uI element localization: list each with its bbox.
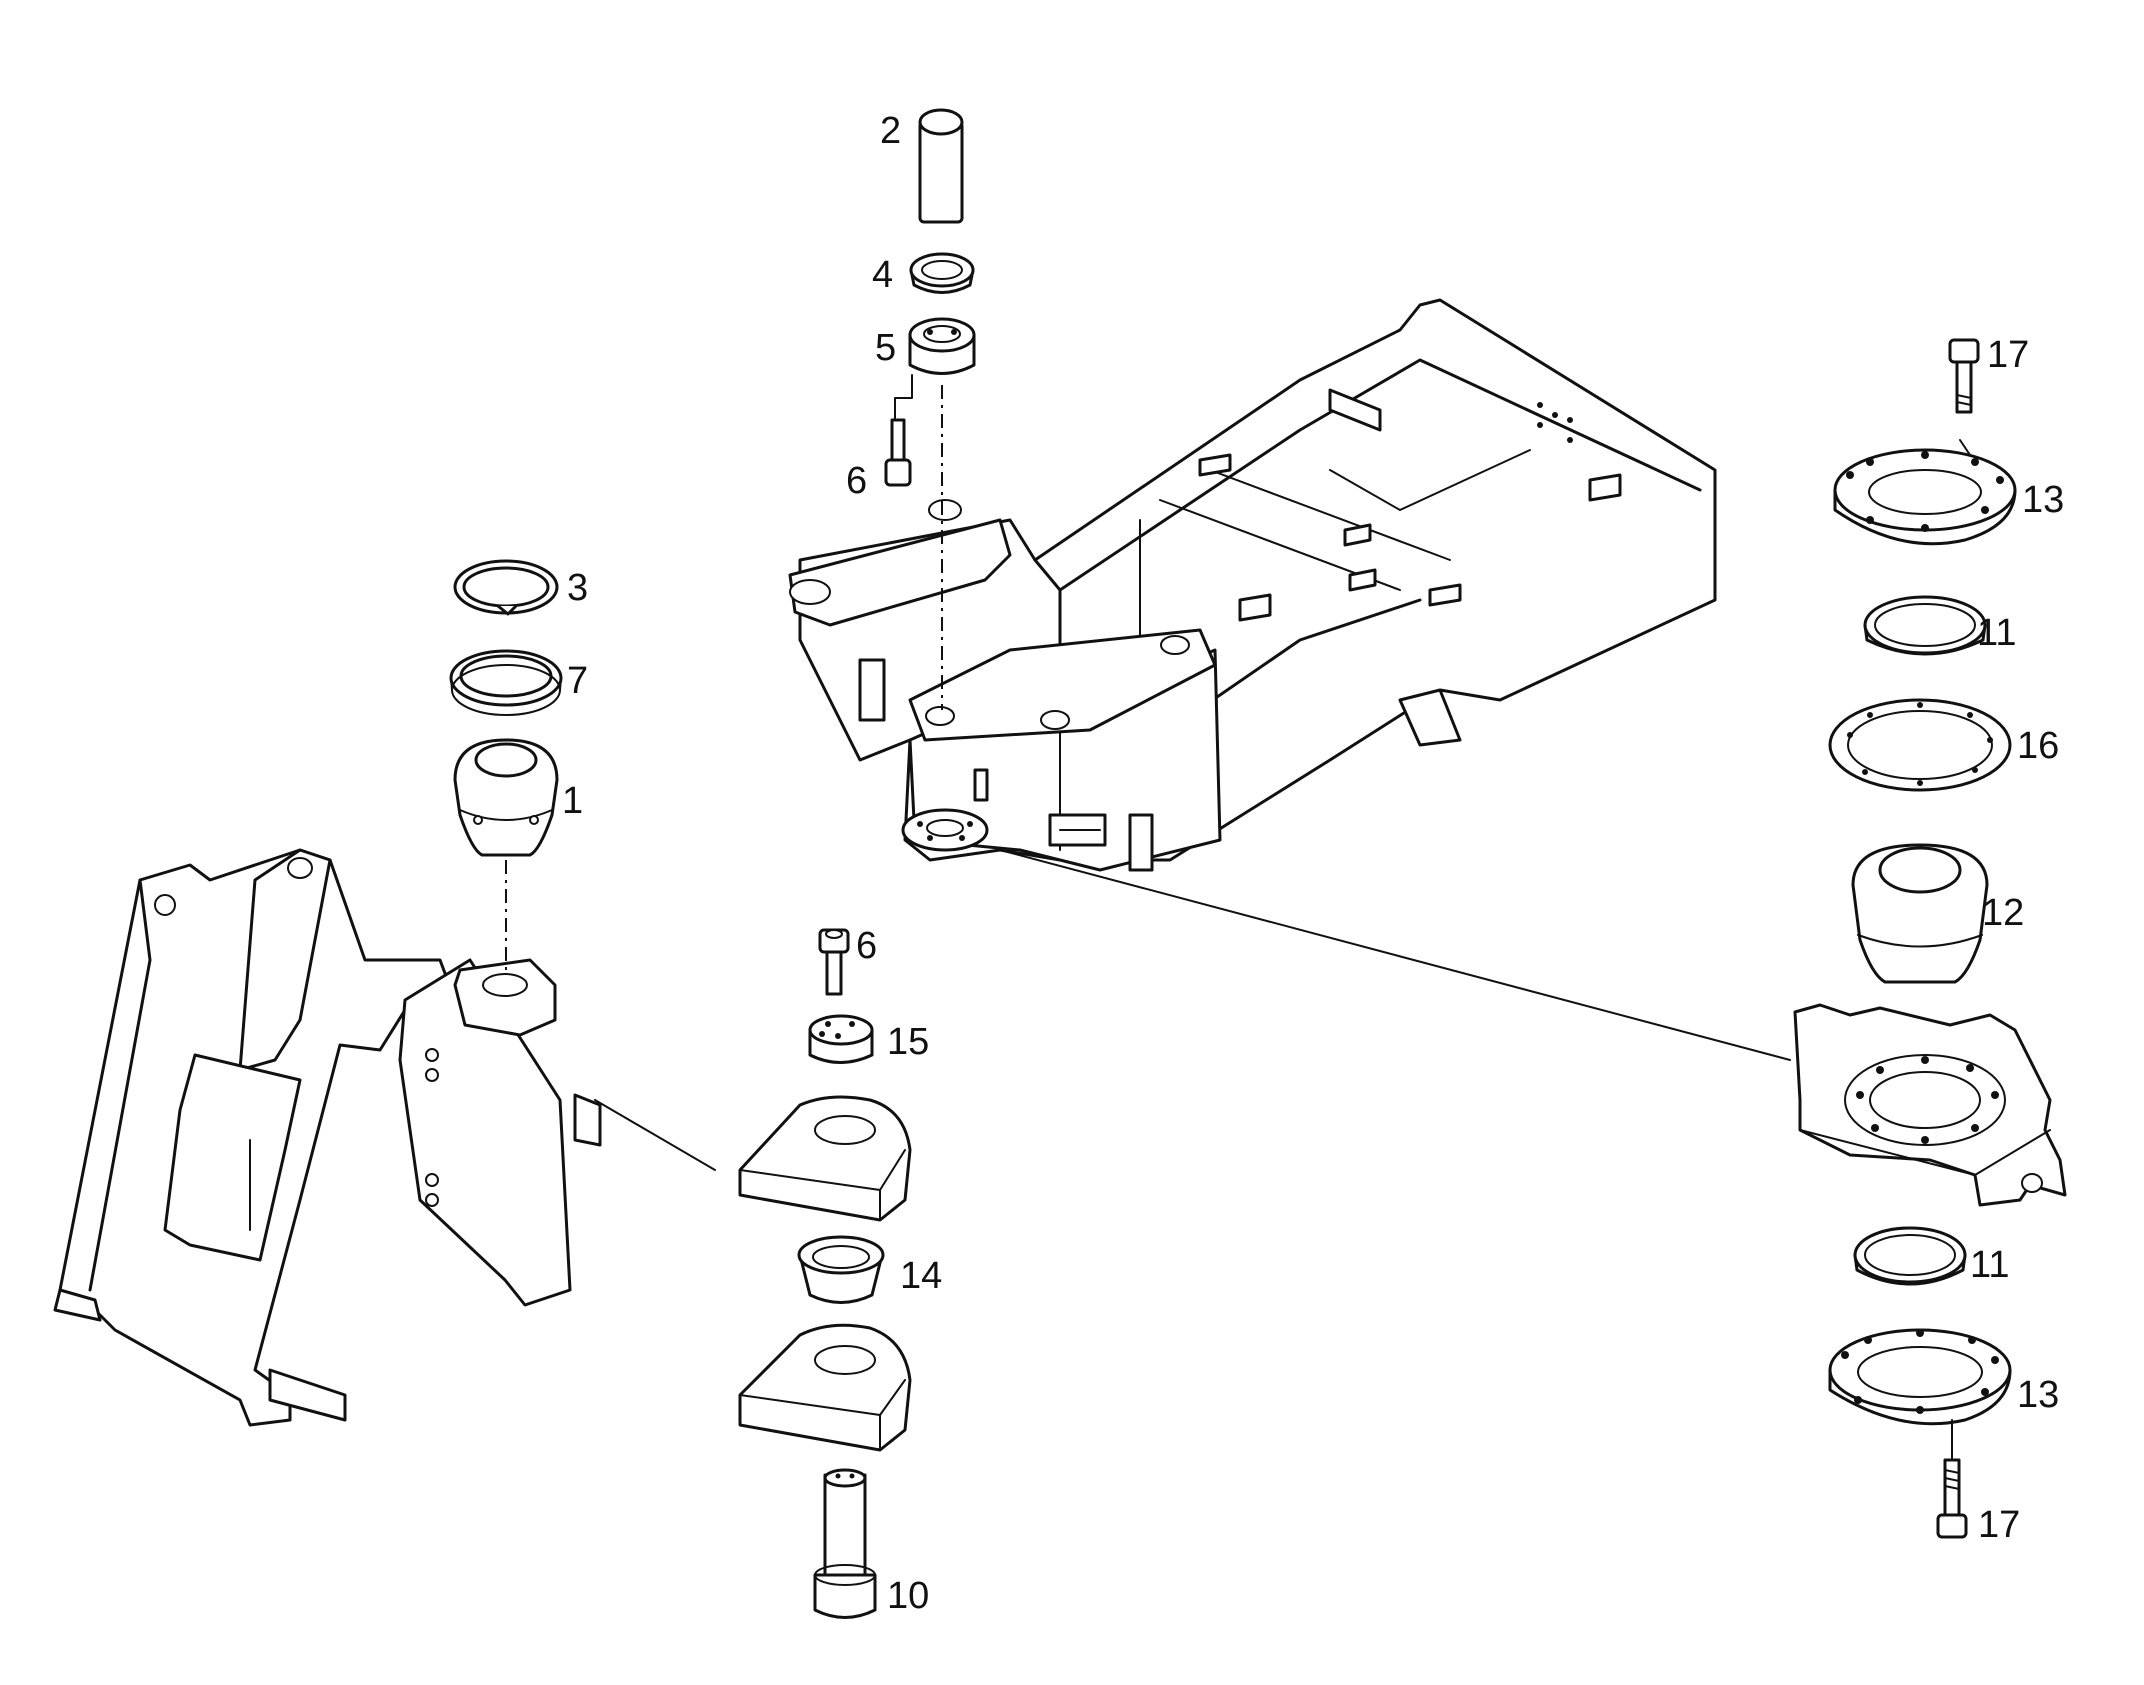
callout-17-lower: 17	[1978, 1504, 2020, 1546]
part-12-spherical-bearing	[1851, 843, 1989, 984]
callout-13-lower: 13	[2017, 1374, 2059, 1416]
part-plate-upper	[738, 1095, 912, 1222]
front-bracket-pedestal	[53, 848, 602, 1427]
part-4-ring	[909, 252, 975, 294]
part-3-circlip	[453, 559, 559, 616]
callout-4: 4	[872, 254, 893, 296]
callout-11-upper: 11	[1977, 612, 2016, 654]
part-6-screw-upper	[884, 418, 912, 487]
leader-frame	[999, 849, 1791, 1061]
part-17-bolt-lower	[1936, 1458, 1968, 1539]
part-15-block	[808, 1014, 874, 1064]
part-14-bushing	[797, 1235, 885, 1304]
part-2-pin	[918, 108, 964, 224]
callout-14: 14	[900, 1255, 942, 1297]
part-1-spherical-bearing	[453, 738, 559, 857]
leader-17-upper	[1959, 439, 1971, 456]
callout-5: 5	[875, 327, 896, 369]
part-11-ring-lower	[1853, 1226, 1967, 1286]
callout-6-lower: 6	[856, 925, 877, 967]
main-frame	[788, 298, 1717, 872]
callout-11-lower: 11	[1970, 1244, 2009, 1286]
leader-5-6	[894, 374, 913, 421]
part-11-ring-upper	[1863, 595, 1987, 656]
callout-3: 3	[567, 567, 588, 609]
callout-1: 1	[562, 780, 583, 822]
callout-13-upper: 13	[2022, 479, 2064, 521]
part-frame-plate	[1793, 1003, 2067, 1207]
part-16-shim	[1828, 698, 2012, 792]
part-10-pin	[813, 1468, 877, 1619]
callout-16: 16	[2017, 725, 2059, 767]
callout-2: 2	[880, 110, 901, 152]
leader-bracket	[594, 1099, 716, 1171]
part-13-flange-upper	[1833, 448, 2017, 546]
part-17-bolt-upper	[1948, 338, 1980, 414]
callout-17-upper: 17	[1987, 334, 2029, 376]
part-7-ring	[449, 649, 563, 716]
callout-12: 12	[1982, 892, 2024, 934]
part-plate-lower	[738, 1323, 912, 1452]
part-6-screw-lower	[818, 928, 850, 996]
part-5-bushing	[908, 317, 976, 375]
callout-6-upper: 6	[846, 460, 867, 502]
part-13-flange-lower	[1828, 1328, 2012, 1426]
callout-7: 7	[567, 660, 588, 702]
callout-10: 10	[887, 1575, 929, 1617]
callout-15: 15	[887, 1021, 929, 1063]
